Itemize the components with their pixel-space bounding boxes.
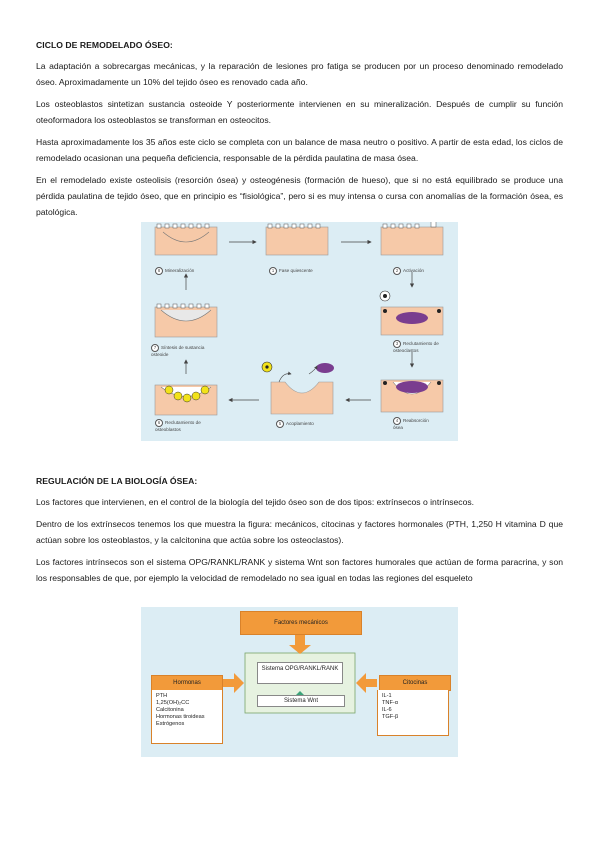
paragraph-6: Dentro de los extrínsecos tenemos los qu… — [36, 519, 563, 545]
hormones-title: Hormonas — [151, 675, 223, 691]
hormone-item: Calcitonina — [156, 707, 184, 713]
step3-osteoclast — [396, 312, 428, 324]
cytokine-item: IL-6 — [382, 707, 392, 713]
section-title-regulacion: REGULACIÓN DE LA BIOLOGÍA ÓSEA: — [36, 476, 198, 486]
cytokine-item: IL-1 — [382, 693, 392, 699]
regulation-figure: Factores mecánicos Sistema OPG/RANKL/RAN… — [141, 607, 458, 757]
hormone-item: 1,25(OH)₂CC — [156, 700, 190, 706]
step1-bone — [265, 226, 329, 256]
hormone-item: Estrógenos — [156, 721, 185, 727]
mechanical-factors-box: Factores mecánicos — [240, 611, 362, 635]
cytokines-list: IL-1 TNF-α IL-6 TGF-β — [377, 690, 449, 736]
cytokine-item: TNF-α — [382, 700, 398, 706]
paragraph-4: En el remodelado existe osteolisis (reso… — [36, 175, 563, 217]
hormone-item: PTH — [156, 693, 168, 699]
hormone-item: Hormonas tiroideas — [156, 714, 205, 720]
step4-osteoclast — [396, 381, 428, 393]
hormones-list: PTH 1,25(OH)₂CC Calcitonina Hormonas tir… — [151, 690, 223, 744]
section-title-remodelado: CICLO DE REMODELADO ÓSEO: — [36, 40, 173, 50]
step2-bone — [380, 226, 444, 256]
paragraph-5: Los factores que intervienen, en el cont… — [36, 497, 475, 507]
paragraph-1: La adaptación a sobrecargas mecánicas, y… — [36, 61, 563, 87]
paragraph-3: Hasta aproximadamente los 35 años este c… — [36, 137, 563, 163]
step8-bone — [154, 226, 218, 256]
wnt-system-box: Sistema Wnt — [257, 695, 345, 707]
paragraph-7: Los factores intrínsecos son el sistema … — [36, 557, 563, 583]
cycle-diagram — [154, 220, 444, 416]
opg-rankl-rank-box: Sistema OPG/RANKL/RANK — [257, 662, 343, 684]
cytokine-item: TGF-β — [382, 714, 399, 720]
step5-bone — [270, 381, 334, 415]
cytokines-title: Citocinas — [379, 675, 451, 691]
paragraph-2: Los osteoblastos sintetizan sustancia os… — [36, 99, 563, 125]
